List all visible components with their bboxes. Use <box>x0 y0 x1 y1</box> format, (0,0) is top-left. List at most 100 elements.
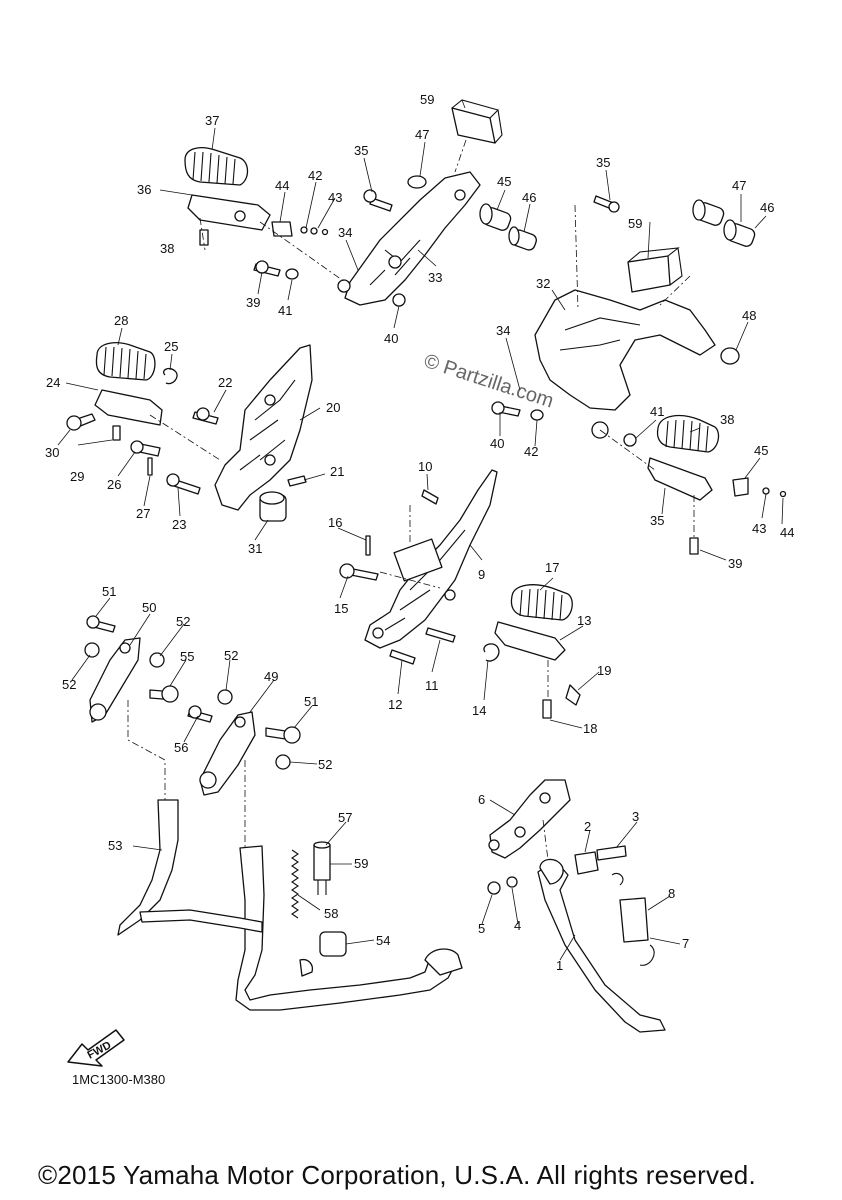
callout-51: 51 <box>102 584 116 599</box>
callout-48: 47 <box>415 127 429 142</box>
callout-42b: 43 <box>752 521 766 536</box>
rear-footrest-peg-left <box>184 147 271 231</box>
callout-16: 16 <box>328 515 342 530</box>
front-footrest-peg-right <box>483 584 581 719</box>
callout-54: 54 <box>376 933 390 948</box>
callout-2: 2 <box>584 819 591 834</box>
side-stand-1 <box>487 845 666 1033</box>
callout-40: 39 <box>246 295 260 310</box>
callout-30: 30 <box>45 445 59 460</box>
callout-17: 17 <box>545 560 559 575</box>
callout-14: 14 <box>472 703 486 718</box>
callout-6: 6 <box>478 792 485 807</box>
callout-33: 33 <box>428 270 442 285</box>
callout-9: 9 <box>478 567 485 582</box>
callout-46: 45 <box>497 174 511 189</box>
callout-56: 57 <box>338 810 352 825</box>
springs-56-57-58 <box>291 841 331 919</box>
callout-26: 26 <box>107 477 121 492</box>
callout-28: 28 <box>114 313 128 328</box>
callout-57: 58 <box>324 906 338 921</box>
callout-31: 31 <box>248 541 262 556</box>
bushings-46-47-right <box>491 195 756 421</box>
callout-43: 43 <box>328 190 342 205</box>
callout-34b: 34 <box>496 323 510 338</box>
callout-numbers: 37 36 38 44 42 43 35 47 59 45 46 34 33 3… <box>45 92 794 973</box>
leader-lines <box>57 99 784 961</box>
callout-37: 36 <box>137 182 151 197</box>
callout-47b: 47 <box>732 178 746 193</box>
callout-59b: 59 <box>628 216 642 231</box>
callout-11: 11 <box>425 678 439 693</box>
callout-44b: 45 <box>754 443 768 458</box>
callout-45: 41 <box>278 303 292 318</box>
small-hardware-upper-left <box>199 189 393 280</box>
callout-23: 23 <box>172 517 186 532</box>
callout-39: 38 <box>160 241 174 256</box>
cap-59-left <box>451 99 503 144</box>
callout-24: 24 <box>46 375 60 390</box>
callout-50: 50 <box>142 600 156 615</box>
callout-5: 5 <box>478 921 485 936</box>
rear-footrest-bracket-right <box>534 289 740 447</box>
callout-41b: 41 <box>650 404 664 419</box>
bushings-46-47-left <box>337 175 537 307</box>
alignment-lines <box>127 139 695 861</box>
callout-40b: 40 <box>490 436 504 451</box>
callout-21: 21 <box>330 464 344 479</box>
callout-49: 49 <box>264 669 278 684</box>
front-footrest-peg <box>66 342 307 495</box>
cap-59-right <box>627 247 683 293</box>
callout-36: 35 <box>650 513 664 528</box>
callout-45b: 42 <box>524 444 538 459</box>
callout-53: 53 <box>108 838 122 853</box>
callout-59: 59 <box>420 92 434 107</box>
callout-52c: 52 <box>62 677 76 692</box>
callout-10: 10 <box>418 459 432 474</box>
fwd-arrow-icon: FWD <box>67 1029 125 1067</box>
callout-52: 52 <box>176 614 190 629</box>
copyright-notice: ©2015 Yamaha Motor Corporation, U.S.A. A… <box>38 1160 756 1190</box>
callout-55: 55 <box>180 649 194 664</box>
front-footrest-bracket <box>214 344 313 522</box>
callout-52b: 52 <box>224 648 238 663</box>
callout-38b: 38 <box>720 412 734 427</box>
callout-1: 1 <box>556 958 563 973</box>
callout-48b: 48 <box>742 308 756 323</box>
callout-15: 15 <box>334 601 348 616</box>
callout-42: 42 <box>308 168 322 183</box>
callout-35: 35 <box>354 143 368 158</box>
callout-7: 7 <box>682 936 689 951</box>
reference-code: 1MC1300-M380 <box>72 1072 166 1087</box>
callout-4: 4 <box>514 918 521 933</box>
rear-footrest-peg-right <box>647 414 787 555</box>
callout-34: 34 <box>338 225 352 240</box>
callout-29: 29 <box>70 469 84 484</box>
callout-20: 20 <box>326 400 340 415</box>
callout-39b: 39 <box>728 556 742 571</box>
callout-51b: 51 <box>304 694 318 709</box>
callout-55b: 56 <box>174 740 188 755</box>
main-stand-53 <box>117 799 463 1011</box>
callout-41: 40 <box>384 331 398 346</box>
callout-38: 37 <box>205 113 219 128</box>
link-plate-50 <box>84 615 179 723</box>
rear-footrest-bracket-left <box>344 171 481 306</box>
callout-46b: 46 <box>760 200 774 215</box>
callout-22: 22 <box>218 375 232 390</box>
callout-3: 3 <box>632 809 639 824</box>
callout-44: 44 <box>275 178 289 193</box>
callout-43b: 44 <box>780 525 794 540</box>
callout-13: 13 <box>577 613 591 628</box>
link-plate-49 <box>187 689 301 796</box>
callout-27: 27 <box>136 506 150 521</box>
front-footrest-bracket-right <box>339 469 498 665</box>
callout-25: 25 <box>164 339 178 354</box>
callout-35b: 35 <box>596 155 610 170</box>
callout-12: 12 <box>388 697 402 712</box>
callout-47: 46 <box>522 190 536 205</box>
side-stand-bracket-6 <box>488 779 571 859</box>
callout-32: 32 <box>536 276 550 291</box>
callout-52d: 52 <box>318 757 332 772</box>
